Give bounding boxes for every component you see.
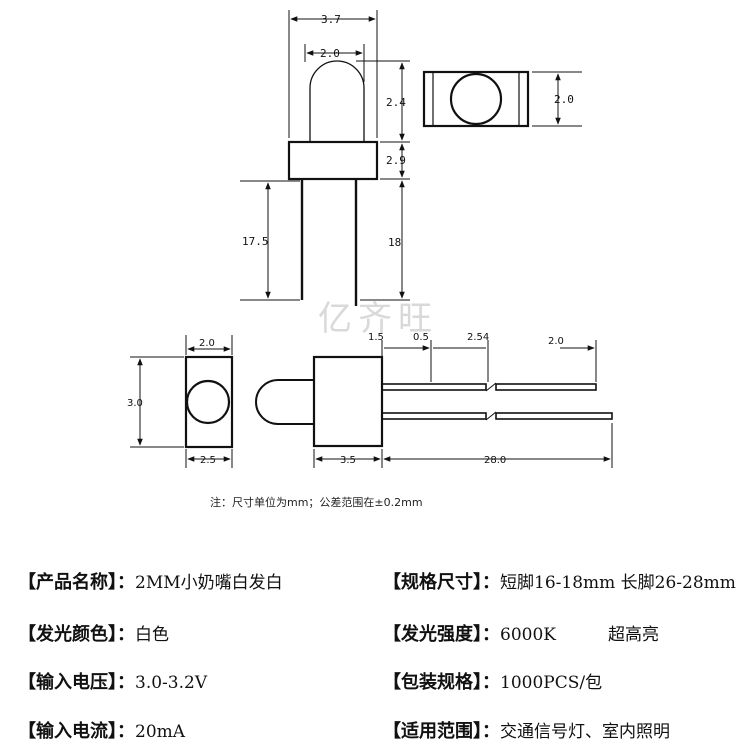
side-end-lens bbox=[185, 379, 231, 425]
upper-lead-end bbox=[495, 383, 597, 391]
lower-lead-end bbox=[495, 412, 613, 420]
dim-dome-height: 2.4 bbox=[386, 96, 406, 109]
spec-label: 【包装规格】： bbox=[383, 672, 500, 693]
side-dome bbox=[255, 379, 314, 425]
dimension-note: 注：尺寸单位为mm；公差范围在±0.2mm bbox=[210, 495, 423, 509]
dim-side-bottom-width: 2.5 bbox=[200, 455, 216, 466]
spec-value: 6000K bbox=[500, 625, 556, 645]
dim-side-left-width: 2.0 bbox=[199, 338, 215, 349]
spec-value: 交通信号灯、室内照明 bbox=[500, 722, 670, 742]
dim-pin-pitch: 2.54 bbox=[467, 332, 489, 343]
spec-label: 【输入电流】： bbox=[18, 721, 135, 742]
spec-size: 【规格尺寸】：短脚16-18mm 长脚26-28mm bbox=[383, 563, 736, 603]
spec-value: 白色 bbox=[135, 625, 169, 645]
dim-flange-height: 2.9 bbox=[386, 154, 406, 167]
led-dome bbox=[309, 60, 365, 142]
spec-table: 【产品名称】：2MM小奶嘴白发白 【规格尺寸】：短脚16-18mm 长脚26-2… bbox=[0, 560, 750, 750]
spec-label: 【产品名称】： bbox=[18, 572, 135, 593]
watermark: 亿齐旺 bbox=[318, 299, 438, 339]
spec-intensity: 【发光强度】：6000K 超高亮 bbox=[383, 615, 659, 655]
side-end-dimensions bbox=[130, 335, 233, 468]
spec-label: 【发光颜色】： bbox=[18, 624, 135, 645]
spec-row-2: 【发光颜色】：白色 【发光强度】：6000K 超高亮 bbox=[0, 615, 750, 655]
dim-lens-width: 2.0 bbox=[320, 47, 340, 60]
side-profile-dimensions bbox=[313, 340, 613, 468]
top-view bbox=[422, 70, 530, 128]
dim-long-lead: 18 bbox=[388, 236, 401, 249]
spec-product-name: 【产品名称】：2MM小奶嘴白发白 bbox=[18, 563, 283, 603]
side-profile-view bbox=[255, 355, 613, 448]
upper-lead bbox=[381, 383, 487, 391]
side-body bbox=[312, 355, 384, 448]
spec-row-3: 【输入电压】：3.0-3.2V 【包装规格】：1000PCS/包 bbox=[0, 663, 750, 703]
dim-pin-offset: 1.5 bbox=[368, 332, 384, 343]
spec-row-4: 【输入电流】：20mA 【适用范围】：交通信号灯、室内照明 bbox=[0, 712, 750, 752]
dim-pin-thickness: 0.5 bbox=[413, 332, 429, 343]
spec-voltage: 【输入电压】：3.0-3.2V bbox=[18, 663, 207, 703]
spec-label: 【发光强度】： bbox=[383, 624, 500, 645]
top-view-lens bbox=[449, 72, 503, 126]
spec-value: 20mA bbox=[135, 722, 186, 742]
dim-top-view-width: 2.0 bbox=[554, 93, 574, 106]
spec-value: 短脚16-18mm 长脚26-28mm bbox=[500, 573, 736, 593]
top-view-dimensions bbox=[532, 71, 582, 127]
dim-side-height: 3.0 bbox=[127, 398, 143, 409]
spec-current: 【输入电流】：20mA bbox=[18, 712, 185, 752]
front-view-dimensions bbox=[240, 10, 410, 301]
spec-label: 【规格尺寸】： bbox=[383, 572, 500, 593]
spec-extra: 超高亮 bbox=[607, 625, 659, 645]
lower-lead bbox=[381, 412, 487, 420]
dim-top-width: 3.7 bbox=[321, 13, 341, 26]
spec-packaging: 【包装规格】：1000PCS/包 bbox=[383, 663, 602, 703]
led-dimension-drawing: 亿齐旺 3.7 2.0 2.4 2.9 18 17.5 bbox=[127, 10, 613, 509]
front-view bbox=[287, 60, 379, 306]
dim-short-lead: 17.5 bbox=[242, 235, 269, 248]
dim-body-length: 3.5 bbox=[340, 455, 356, 466]
dim-total-length: 28.0 bbox=[484, 455, 506, 466]
spec-value: 3.0-3.2V bbox=[135, 673, 208, 693]
spec-color: 【发光颜色】：白色 bbox=[18, 615, 169, 655]
spec-application: 【适用范围】：交通信号灯、室内照明 bbox=[383, 712, 670, 752]
spec-value: 1000PCS/包 bbox=[500, 673, 603, 693]
dim-lead-end: 2.0 bbox=[548, 336, 564, 347]
led-flange bbox=[287, 140, 379, 181]
spec-value: 2MM小奶嘴白发白 bbox=[135, 573, 283, 593]
spec-row-1: 【产品名称】：2MM小奶嘴白发白 【规格尺寸】：短脚16-18mm 长脚26-2… bbox=[0, 563, 750, 603]
spec-label: 【适用范围】： bbox=[383, 721, 500, 742]
spec-label: 【输入电压】： bbox=[18, 672, 135, 693]
side-end-view bbox=[184, 355, 234, 449]
